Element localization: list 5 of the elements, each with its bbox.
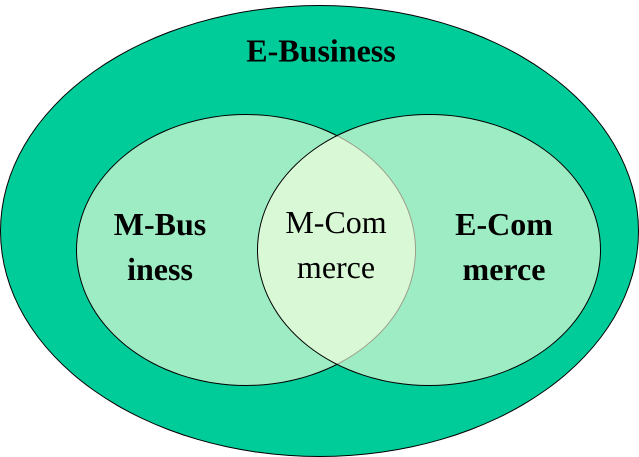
outer-ellipse (0, 5, 639, 457)
region-label: M-Bus iness (112, 205, 208, 289)
region-label: E-Com merce (454, 205, 554, 289)
region-label: E-Business (245, 32, 397, 71)
region-label: M-Com merce (284, 203, 388, 287)
